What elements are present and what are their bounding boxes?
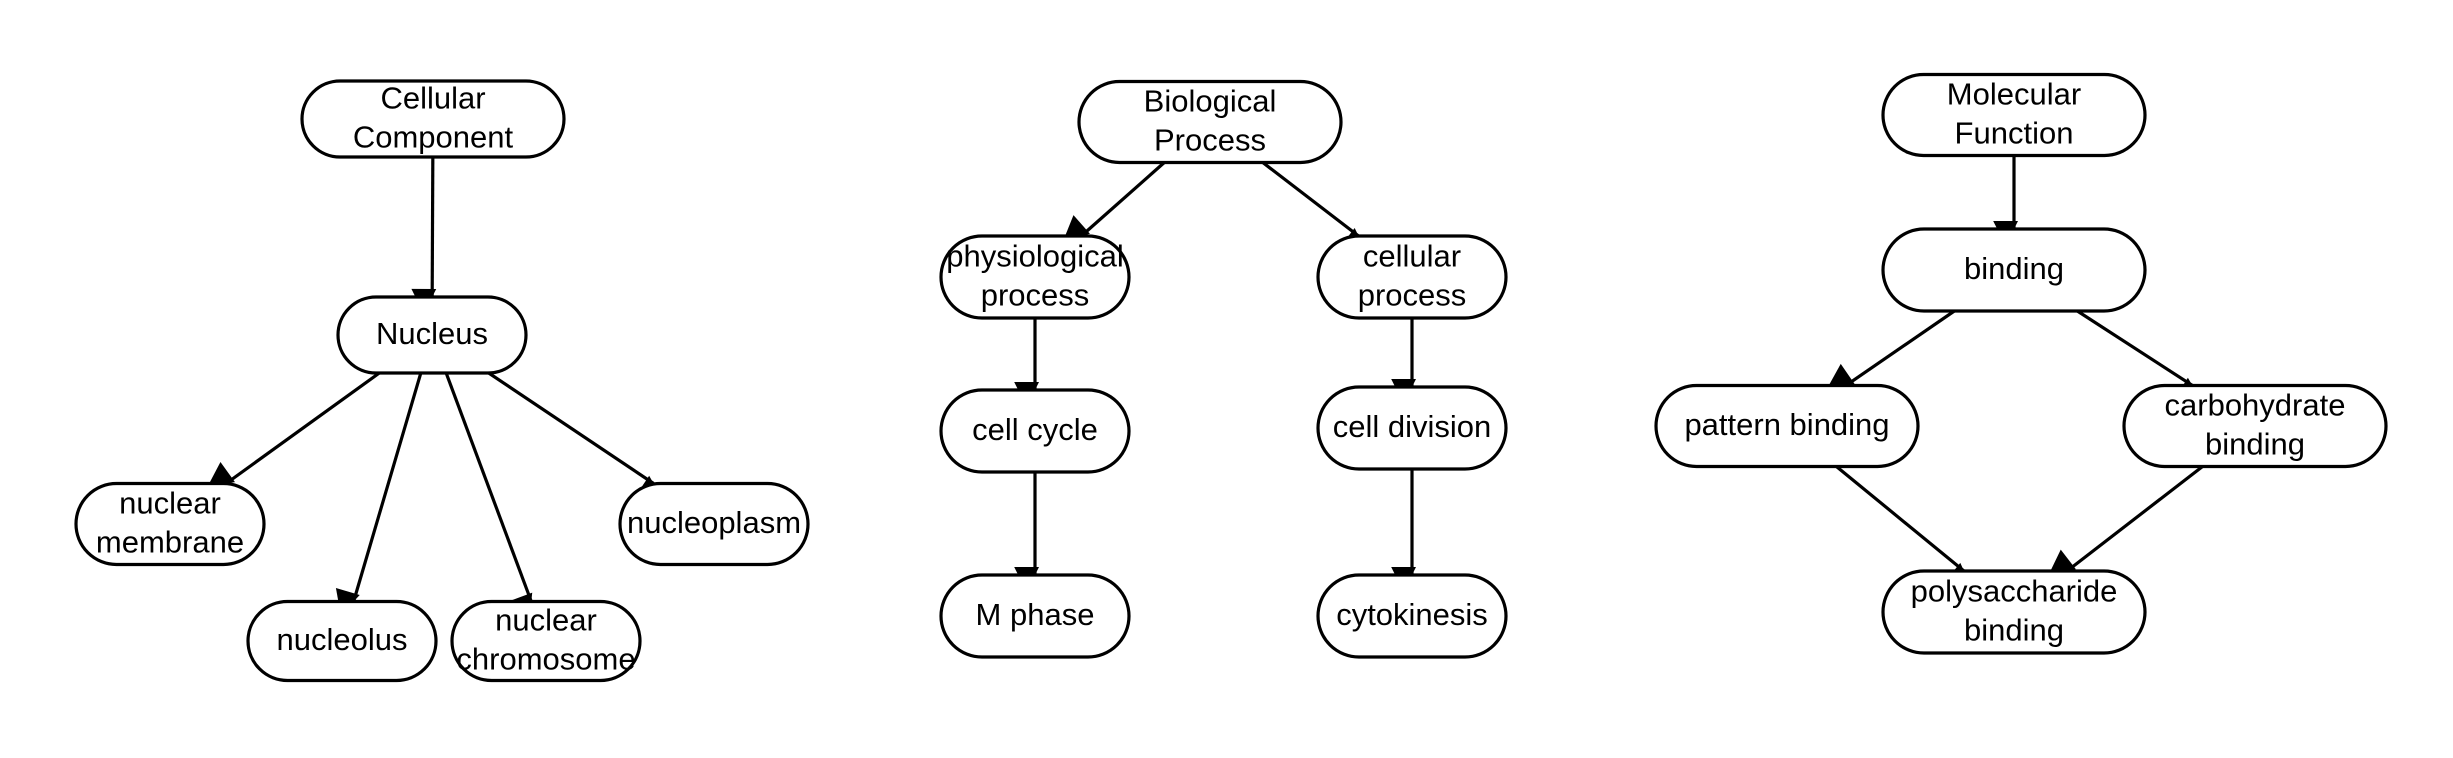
node-label-line: carbohydrate [2165, 388, 2346, 423]
node-cell-division: cell division [1316, 385, 1508, 471]
node-label-line: M phase [976, 597, 1095, 632]
node-nucleolus: nucleolus [246, 599, 438, 683]
node-shape [336, 295, 528, 375]
node-label-line: nuclear [495, 603, 597, 638]
node-shape [618, 481, 810, 567]
node-cytokinesis: cytokinesis [1316, 573, 1508, 659]
edge-binding-to-carbohydrate-binding [2076, 309, 2202, 402]
node-shape [1881, 569, 2147, 655]
node-label-line: binding [1964, 613, 2064, 648]
edge-nucleus-to-nuclear-membrane [207, 371, 381, 487]
node-shape [1654, 383, 1920, 469]
node-physiological-process: physiological process [939, 234, 1131, 320]
node-label-line: Nucleus [376, 316, 488, 351]
node-label-line: chromosome [456, 642, 635, 677]
edge-nucleus-to-nuclear-chromosome [444, 372, 533, 621]
node-label-line: Function [1955, 116, 2074, 151]
node-label-line: cellular [1363, 239, 1461, 274]
node-shape [1316, 234, 1508, 320]
edge-carbohydrate-binding-to-polysaccharide-binding [2048, 465, 2204, 575]
node-shape [246, 599, 438, 683]
node-label-line: nucleolus [277, 622, 408, 657]
node-label-line: Molecular [1947, 77, 2081, 112]
node-shape [939, 234, 1131, 320]
node-shape [300, 79, 566, 159]
node-label-line: cell cycle [972, 412, 1098, 447]
node-shape [1316, 573, 1508, 659]
node-binding: binding [1881, 227, 2147, 313]
node-label-line: nucleoplasm [627, 505, 801, 540]
node-label-line: Component [353, 120, 514, 155]
node-polysaccharide-binding: polysaccharide binding [1881, 569, 2147, 655]
node-shape [1316, 385, 1508, 471]
node-shape [74, 481, 266, 567]
edge-binding-to-pattern-binding [1827, 309, 1956, 389]
edge-nucleus-to-nucleoplasm [487, 371, 663, 500]
edge-pattern-binding-to-polysaccharide-binding [1835, 465, 1972, 589]
edge-cc-root-to-nucleus [411, 156, 437, 314]
edge-bp-root-to-physiological-process [1063, 161, 1166, 241]
node-shape [450, 599, 642, 683]
node-label-line: process [1358, 278, 1467, 313]
node-nuclear-membrane: nuclear membrane [74, 481, 266, 567]
node-shape [1881, 72, 2147, 158]
node-pattern-binding: pattern binding [1654, 383, 1920, 469]
nodes-layer: CellularComponentNucleusnuclearmembranen… [74, 72, 2388, 683]
node-label-line: pattern binding [1684, 407, 1889, 442]
node-label-line: membrane [96, 525, 244, 560]
node-nuclear-chromosome: nuclear chromosome [450, 599, 642, 683]
node-label-line: nuclear [119, 486, 221, 521]
node-label-line: physiological [946, 239, 1124, 274]
edge-nucleus-to-nucleolus [335, 372, 423, 616]
node-label-line: Cellular [380, 81, 485, 116]
node-shape [2122, 383, 2388, 469]
node-label-line: Biological [1144, 84, 1277, 119]
node-label-line: Process [1154, 123, 1266, 158]
node-label-line: binding [1964, 251, 2064, 286]
node-carbohydrate-binding: carbohydrate binding [2122, 383, 2388, 469]
node-cell-cycle: cell cycle [939, 388, 1131, 474]
edges-layer [207, 155, 2204, 621]
node-shape [939, 388, 1131, 474]
node-nucleus: Nucleus [336, 295, 528, 375]
node-label-line: polysaccharide [1911, 574, 2118, 609]
node-cellular-process: cellular process [1316, 234, 1508, 320]
node-label-line: cytokinesis [1336, 597, 1488, 632]
node-shape [1881, 227, 2147, 313]
node-label-line: process [981, 278, 1090, 313]
node-m-phase: M phase [939, 573, 1131, 659]
node-shape [939, 573, 1131, 659]
node-label-line: cell division [1333, 409, 1492, 444]
node-shape [1077, 79, 1343, 165]
node-nucleoplasm: nucleoplasm [618, 481, 810, 567]
edge-bp-root-to-cellular-process [1261, 161, 1367, 253]
node-label-line: binding [2205, 427, 2305, 462]
